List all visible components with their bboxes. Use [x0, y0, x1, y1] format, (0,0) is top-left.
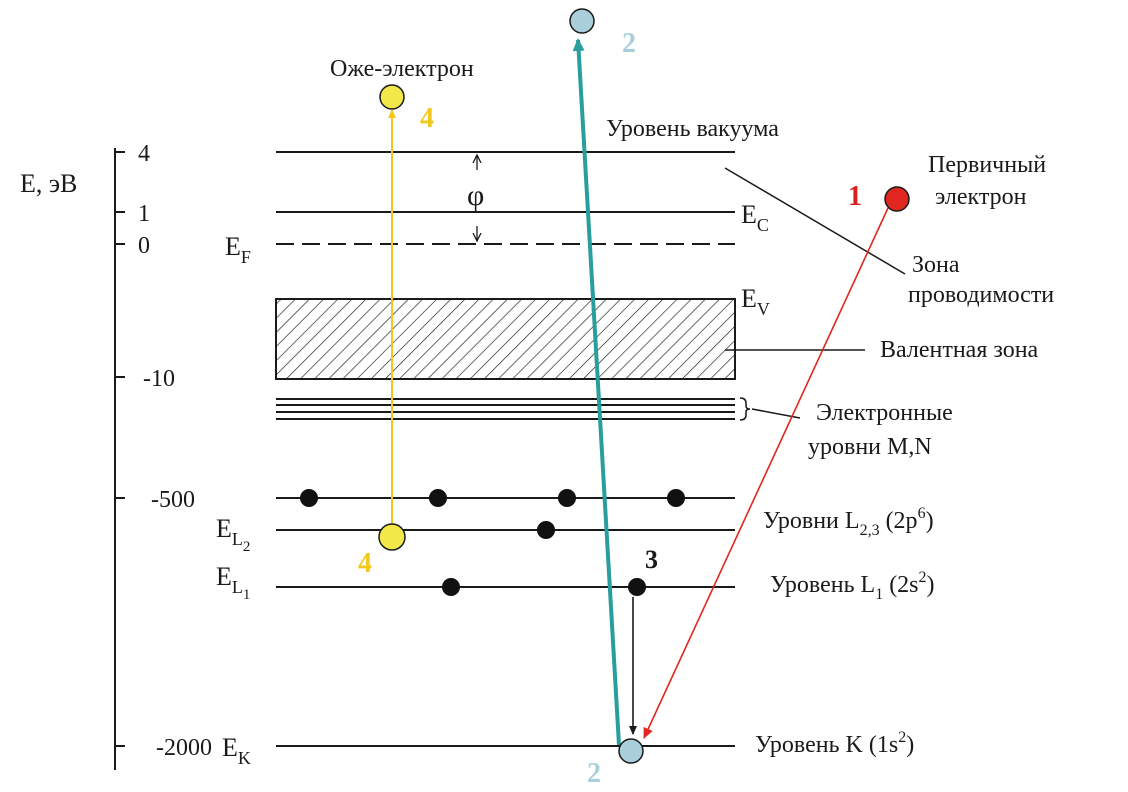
k-level-label: Уровень K (1s2) — [755, 729, 914, 758]
mn-levels-brace — [739, 397, 751, 421]
electron-l3 — [300, 489, 318, 507]
step-number-2-bottom: 2 — [587, 758, 601, 789]
conduction-band-label-line2: проводимости — [908, 282, 1054, 308]
tick-label-minus2000: -2000 — [156, 735, 212, 761]
axis-label: E, эВ — [20, 169, 77, 198]
axis-tick: -10 — [115, 366, 175, 392]
step-numbers: 1 2 2 3 4 4 — [358, 28, 862, 789]
valence-band-hatched — [275, 298, 736, 380]
auger-electron-origin — [378, 523, 406, 551]
tick-label-1: 1 — [138, 201, 150, 227]
ek-symbol: EK — [222, 733, 251, 768]
axis-tick: -500 — [115, 487, 195, 513]
energy-axis: E, эВ 4 1 0 -10 -500 -2000 — [20, 141, 212, 770]
electrons — [300, 8, 910, 764]
axis-tick: 4 — [115, 141, 150, 167]
axis-tick: -2000 — [115, 735, 212, 761]
axis-tick: 0 — [115, 233, 150, 259]
tick-label-0: 0 — [138, 233, 150, 259]
ev-symbol: EV — [741, 284, 770, 319]
transitions — [388, 38, 889, 746]
tick-label-minus10: -10 — [143, 366, 175, 392]
level-symbols: EF EL2 EL1 EK — [216, 232, 251, 768]
electron-l3 — [667, 489, 685, 507]
ejected-electron-arrow — [572, 38, 621, 746]
conduction-band-pointer — [724, 167, 906, 275]
valence-band-label: Валентная зона — [880, 337, 1039, 363]
tick-label-minus500: -500 — [151, 487, 195, 513]
k-level-vacancy — [618, 738, 644, 764]
electron-l2 — [537, 521, 555, 539]
auger-electron-emitted — [379, 84, 405, 110]
electron-l1 — [442, 578, 460, 596]
ejected-electron-top — [569, 8, 595, 34]
step-number-1: 1 — [848, 181, 862, 212]
step-number-3: 3 — [645, 545, 658, 574]
primary-electron — [884, 186, 910, 212]
right-labels: Уровень вакуума EC EV Зона проводимости … — [330, 56, 1054, 758]
tick-label-4: 4 — [138, 141, 150, 167]
axis-tick: 1 — [115, 201, 150, 227]
phi-symbol: φ — [467, 179, 484, 212]
el1-symbol: EL1 — [216, 562, 250, 603]
conduction-band-label-line1: Зона — [912, 252, 960, 278]
primary-electron-label-line2: электрон — [935, 184, 1027, 210]
l23-level-label: Уровни L2,3 (2p6) — [763, 505, 934, 539]
step-number-4-top: 4 — [420, 103, 434, 134]
el2-symbol: EL2 — [216, 514, 250, 555]
electron-l1-relaxing — [628, 578, 646, 596]
electron-l3 — [429, 489, 447, 507]
mn-levels-label-line1: Электронные — [816, 400, 953, 426]
step-number-4-bottom: 4 — [358, 548, 372, 579]
mn-levels-label-line2: уровни M,N — [808, 434, 932, 460]
step-number-2-top: 2 — [622, 28, 636, 59]
work-function-marker: φ — [467, 156, 484, 240]
ec-symbol: EC — [741, 200, 769, 235]
auger-electron-label: Оже-электрон — [330, 56, 474, 82]
l1-level-label: Уровень L1 (2s2) — [770, 569, 935, 603]
primary-electron-arrow — [643, 207, 889, 739]
vacuum-level-label: Уровень вакуума — [606, 116, 779, 142]
electron-l3 — [558, 489, 576, 507]
energy-levels — [275, 151, 736, 747]
fermi-symbol: EF — [225, 232, 251, 267]
primary-electron-label-line1: Первичный — [928, 152, 1046, 178]
